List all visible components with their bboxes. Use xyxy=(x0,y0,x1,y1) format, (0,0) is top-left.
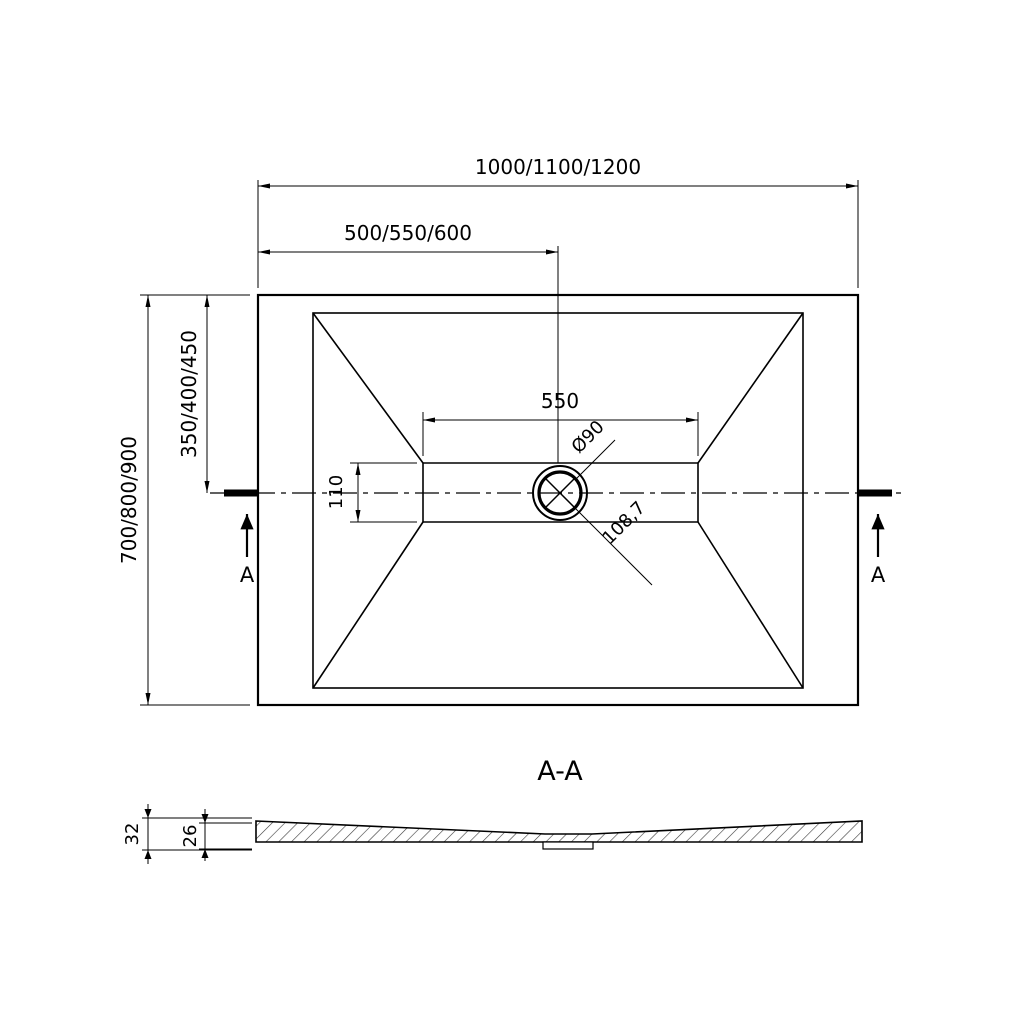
top-view-dim-texts: 1000/1100/1200 500/550/600 700/800/900 3… xyxy=(117,155,886,587)
section-label-left: A xyxy=(240,563,255,587)
dim-text-drain-diameter: Ø90 xyxy=(568,417,609,458)
dim-text-channel-height: 110 xyxy=(326,475,347,509)
arrow-26-bottom xyxy=(201,849,209,858)
dim-text-drain-diagonal: 108,7 xyxy=(598,497,649,548)
dim-text-width-half: 500/550/600 xyxy=(344,221,472,245)
arrow-26-top xyxy=(201,814,209,823)
dim-text-width-total: 1000/1100/1200 xyxy=(475,155,641,179)
section-label-right: A xyxy=(871,563,886,587)
leader-line-drain-diameter xyxy=(574,439,616,481)
section-drain-body xyxy=(542,841,594,850)
section-cut xyxy=(210,489,905,557)
section-dim-texts: 32 26 xyxy=(122,823,201,848)
slope-line-bottom-left xyxy=(312,521,424,689)
dim-text-height-total: 700/800/900 xyxy=(117,436,141,564)
section-view xyxy=(142,804,863,864)
arrow-32-bottom xyxy=(144,850,152,859)
section-extension-lines xyxy=(142,817,252,851)
leader-line-drain-diagonal xyxy=(562,495,653,586)
top-view xyxy=(140,180,905,707)
arrow-32-top xyxy=(144,809,152,818)
dim-text-section-total-height: 32 xyxy=(122,823,143,846)
slope-line-top-right xyxy=(697,312,804,464)
section-dimension-arrows xyxy=(144,809,209,859)
section-profile xyxy=(255,820,863,843)
dim-text-channel-width: 550 xyxy=(541,389,579,413)
dimension-lines xyxy=(145,183,858,705)
dim-text-height-half: 350/400/450 xyxy=(177,330,201,458)
slope-line-bottom-right xyxy=(697,521,804,689)
extension-lines xyxy=(140,180,859,706)
slope-line-top-left xyxy=(312,312,424,464)
slope-lines xyxy=(312,312,804,689)
section-title: A-A xyxy=(537,756,583,787)
dim-text-section-shell-height: 26 xyxy=(180,825,201,848)
